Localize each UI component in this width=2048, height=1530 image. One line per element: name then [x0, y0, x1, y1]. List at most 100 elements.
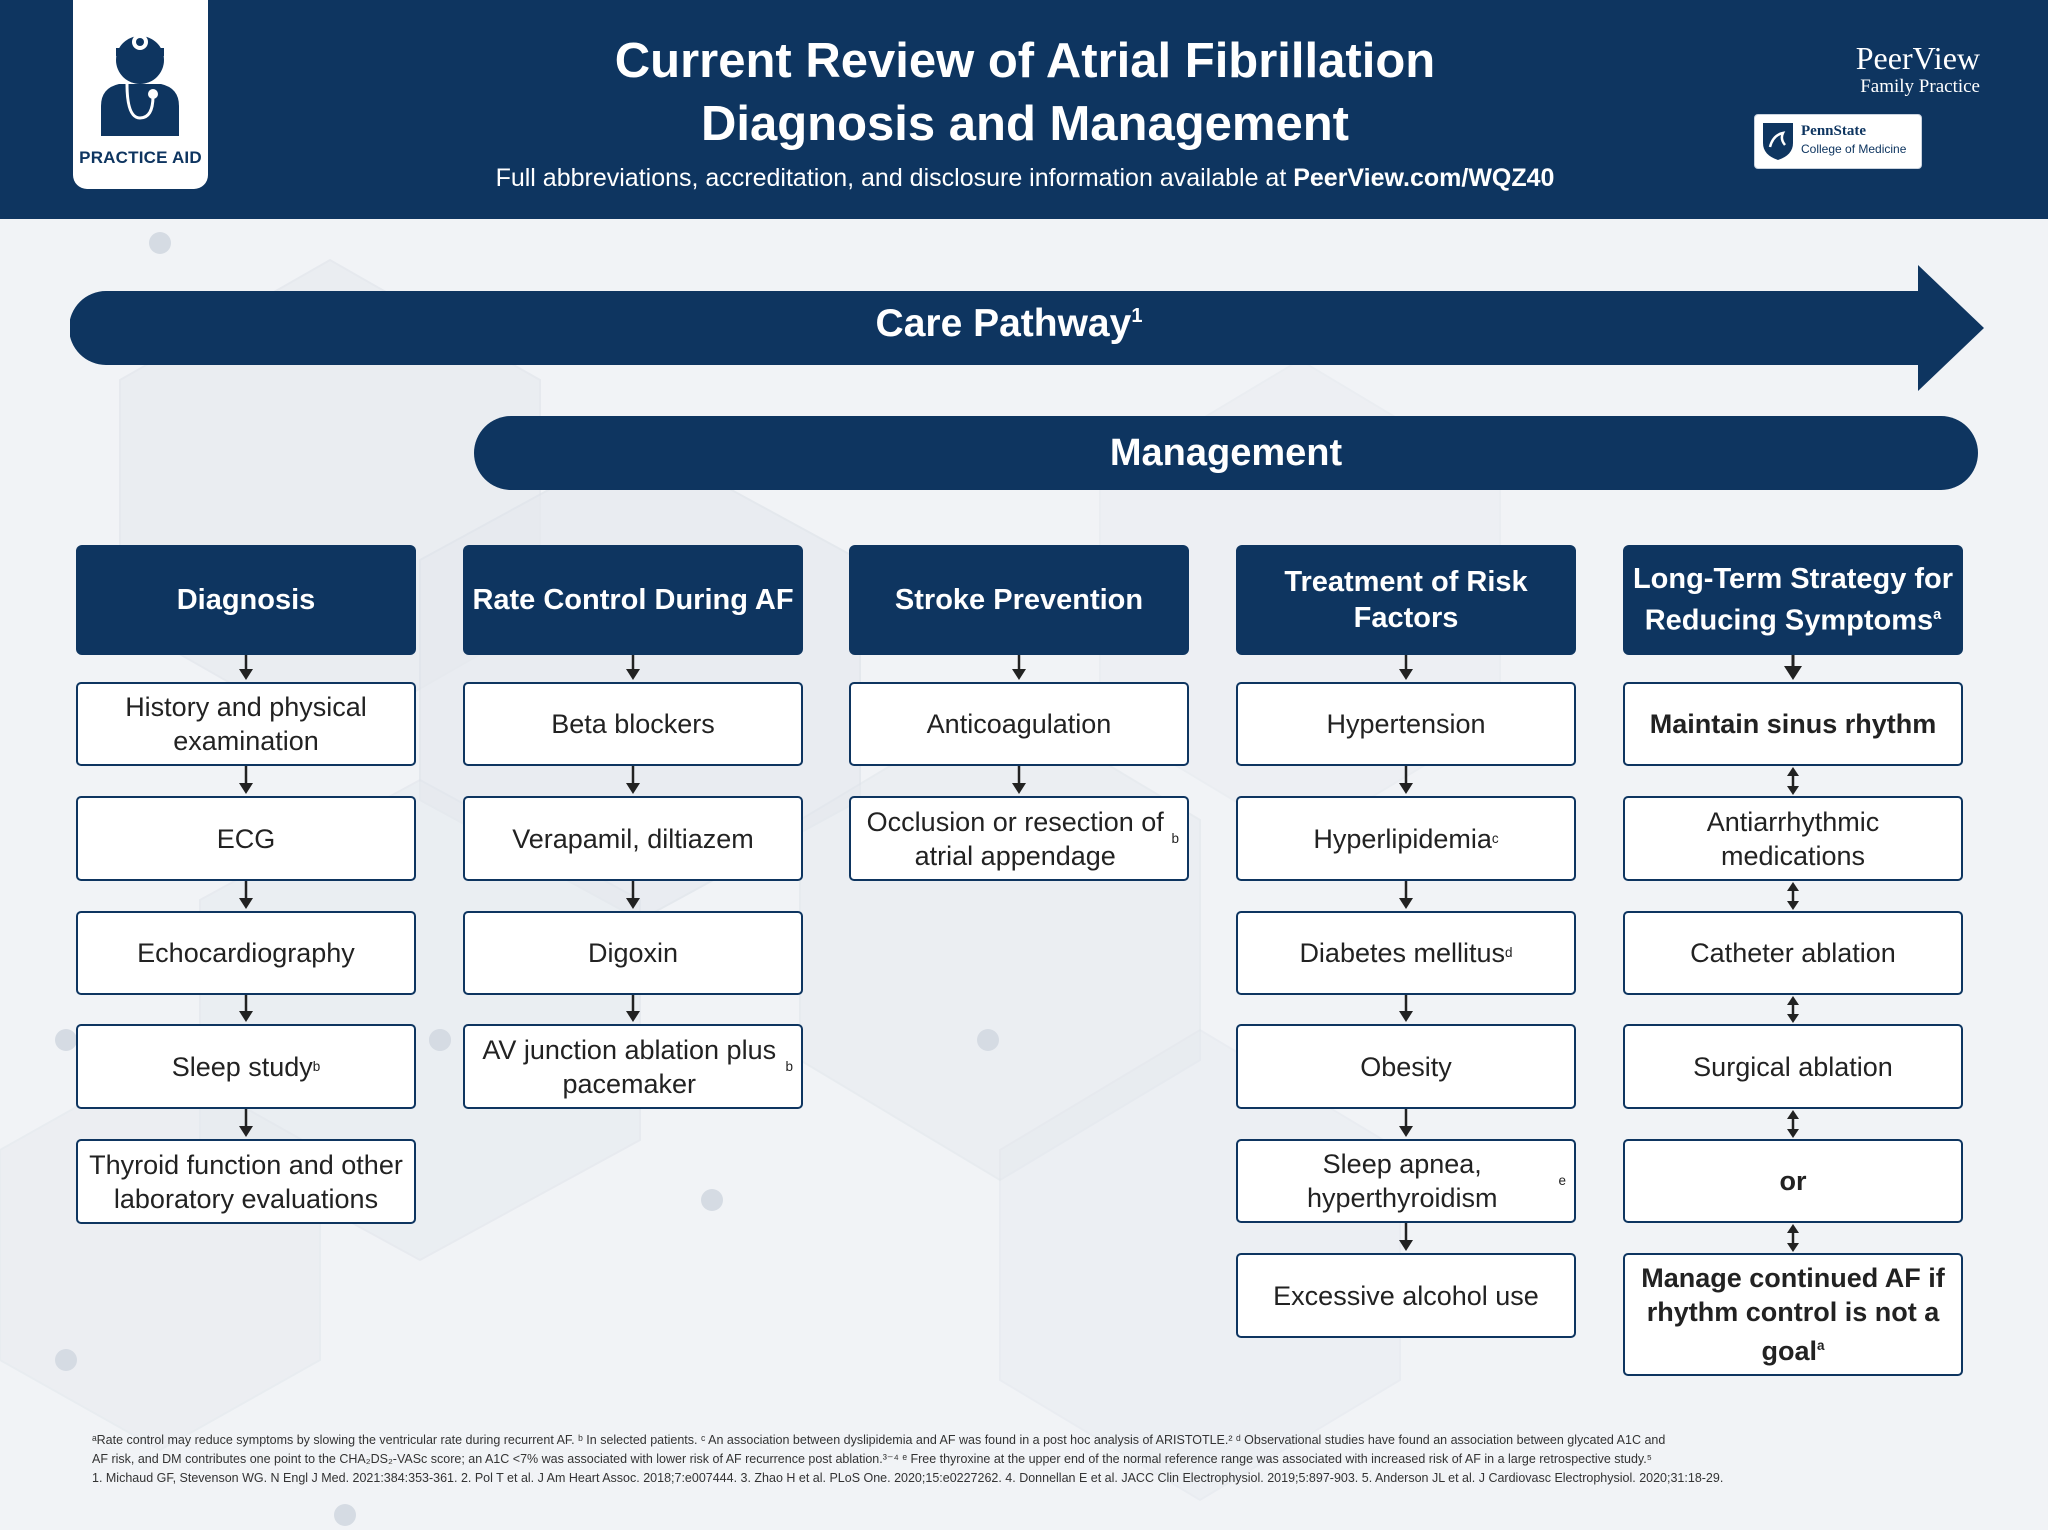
arrow-down-icon — [1012, 766, 1026, 794]
header-banner: PRACTICE AID Current Review of Atrial Fi… — [0, 0, 2048, 219]
double-arrow-icon — [1787, 882, 1799, 910]
step-box: ECG — [76, 796, 416, 881]
column-header-text: Long-Term Strategy for Reducing Symptoms… — [1631, 561, 1955, 639]
step-label: Manage continued AF if rhythm control is… — [1641, 1263, 1945, 1366]
arrow-down-icon — [239, 995, 253, 1022]
step-box: History and physical examination — [76, 682, 416, 766]
step-text: Diabetes mellitus — [1299, 938, 1506, 968]
step-text: Hypertension — [1326, 709, 1486, 739]
arrow-down-icon — [1784, 655, 1802, 680]
brand-name: PeerView — [1855, 40, 1980, 76]
step-text: Obesity — [1360, 1051, 1452, 1082]
doctor-icon — [101, 34, 179, 136]
arrow-down-icon — [1399, 881, 1413, 909]
arrow-down-icon — [1012, 655, 1026, 680]
care-pathway-text: Care Pathway — [875, 302, 1132, 345]
step-text: Hyperlipidemia — [1313, 823, 1492, 854]
pennstate-logo: PennState College of Medicine — [1754, 114, 1922, 169]
arrow-down-icon — [626, 995, 640, 1022]
step-text: Occlusion or resection of atrial appenda… — [866, 806, 1164, 871]
column-header: Long-Term Strategy for Reducing Symptoms… — [1623, 545, 1963, 655]
title-line-1: Current Review of Atrial Fibrillation — [614, 34, 1436, 88]
arrow-down-icon — [1399, 655, 1413, 680]
step-text: Thyroid function and other laboratory ev… — [89, 1149, 403, 1214]
column-header: Treatment of Risk Factors — [1236, 545, 1576, 655]
brand-subtitle: Family Practice — [1860, 76, 1980, 97]
footnotes: ᵃRate control may reduce symptoms by slo… — [92, 1431, 1972, 1488]
step-text: ECG — [216, 823, 276, 854]
step-box: Maintain sinus rhythm — [1623, 682, 1963, 766]
step-box: Antiarrhythmic medications — [1623, 796, 1963, 881]
or-box: or — [1623, 1139, 1963, 1223]
step-box: Digoxin — [463, 911, 803, 995]
step-text: Maintain sinus rhythm — [1649, 709, 1937, 739]
footnote-marker: c — [1491, 830, 1499, 846]
title-line-2: Diagnosis and Management — [700, 97, 1349, 151]
column-header-label: Long-Term Strategy for Reducing Symptoms — [1632, 563, 1954, 637]
subtitle-link[interactable]: PeerView.com/WQZ40 — [1293, 164, 1555, 192]
management-label: Management — [1109, 431, 1343, 474]
step-box: Sleep apnea, hyperthyroidism e — [1236, 1139, 1576, 1223]
step-box: Thyroid function and other laboratory ev… — [76, 1139, 416, 1224]
arrow-down-icon — [239, 881, 253, 909]
step-text: Antiarrhythmic medications — [1706, 806, 1880, 871]
arrow-down-icon — [1399, 995, 1413, 1022]
arrow-down-icon — [1399, 766, 1413, 794]
step-box: Beta blockers — [463, 682, 803, 766]
step-box: Obesity — [1236, 1024, 1576, 1109]
step-box: Manage continued AF if rhythm control is… — [1623, 1253, 1963, 1376]
partner-subtitle: College of Medicine — [1801, 142, 1907, 156]
footnote-marker: a — [1933, 607, 1942, 624]
footnote-marker: b — [312, 1058, 321, 1074]
arrow-down-icon — [239, 655, 253, 680]
footnote-line-2: AF risk, and DM contributes one point to… — [92, 1452, 1652, 1466]
shield-icon — [1763, 123, 1793, 160]
step-box: Verapamil, diltiazem — [463, 796, 803, 881]
step-box: Surgical ablation — [1623, 1024, 1963, 1109]
arrow-down-icon — [239, 1109, 253, 1137]
column-header: Diagnosis — [76, 545, 416, 655]
management-bar: Management — [474, 416, 1978, 490]
step-text: Surgical ablation — [1693, 1051, 1893, 1082]
references: 1. Michaud GF, Stevenson WG. N Engl J Me… — [92, 1471, 1724, 1485]
partner-name: PennState — [1801, 123, 1866, 139]
care-pathway-arrow — [70, 265, 1984, 391]
step-box: Hypertension — [1236, 682, 1576, 766]
step-box: Catheter ablation — [1623, 911, 1963, 995]
care-pathway-label: Care Pathway1 — [70, 302, 1948, 346]
step-text: Manage continued AF if rhythm control is… — [1633, 1261, 1953, 1368]
badge-label: PRACTICE AID — [79, 148, 202, 167]
column-header: Stroke Prevention — [849, 545, 1189, 655]
step-text: Excessive alcohol use — [1273, 1280, 1539, 1311]
step-text: Anticoagulation — [926, 709, 1112, 739]
footnote-marker: d — [1505, 945, 1513, 960]
footnote-marker: e — [1558, 1173, 1566, 1188]
double-arrow-icon — [1787, 767, 1799, 795]
arrow-down-icon — [626, 881, 640, 909]
column-header-text: Stroke Prevention — [894, 584, 1144, 616]
step-text: Sleep apnea, hyperthyroidism — [1306, 1149, 1498, 1213]
step-box: Echocardiography — [76, 911, 416, 995]
peerview-logo: PeerView Family Practice — [1700, 40, 1980, 98]
step-box: Excessive alcohol use — [1236, 1253, 1576, 1338]
arrow-down-icon — [626, 766, 640, 794]
column-header-text: Diagnosis — [176, 584, 316, 616]
arrow-down-icon — [1399, 1223, 1413, 1251]
double-arrow-icon — [1787, 1224, 1799, 1252]
step-box: Occlusion or resection of atrial appenda… — [849, 796, 1189, 881]
double-arrow-icon — [1787, 1110, 1799, 1138]
care-pathway-ref: 1 — [1131, 305, 1143, 327]
practice-aid-badge: PRACTICE AID — [73, 0, 208, 189]
step-text: History and physical examination — [125, 692, 367, 756]
column-header: Rate Control During AF — [463, 545, 803, 655]
page-title: Current Review of Atrial Fibrillation Di… — [380, 30, 1670, 156]
footnote-marker: b — [1171, 830, 1179, 846]
step-text: Sleep study — [171, 1051, 313, 1082]
arrow-down-icon — [626, 655, 640, 680]
step-text: Echocardiography — [137, 938, 355, 968]
arrow-down-icon — [1399, 1109, 1413, 1137]
